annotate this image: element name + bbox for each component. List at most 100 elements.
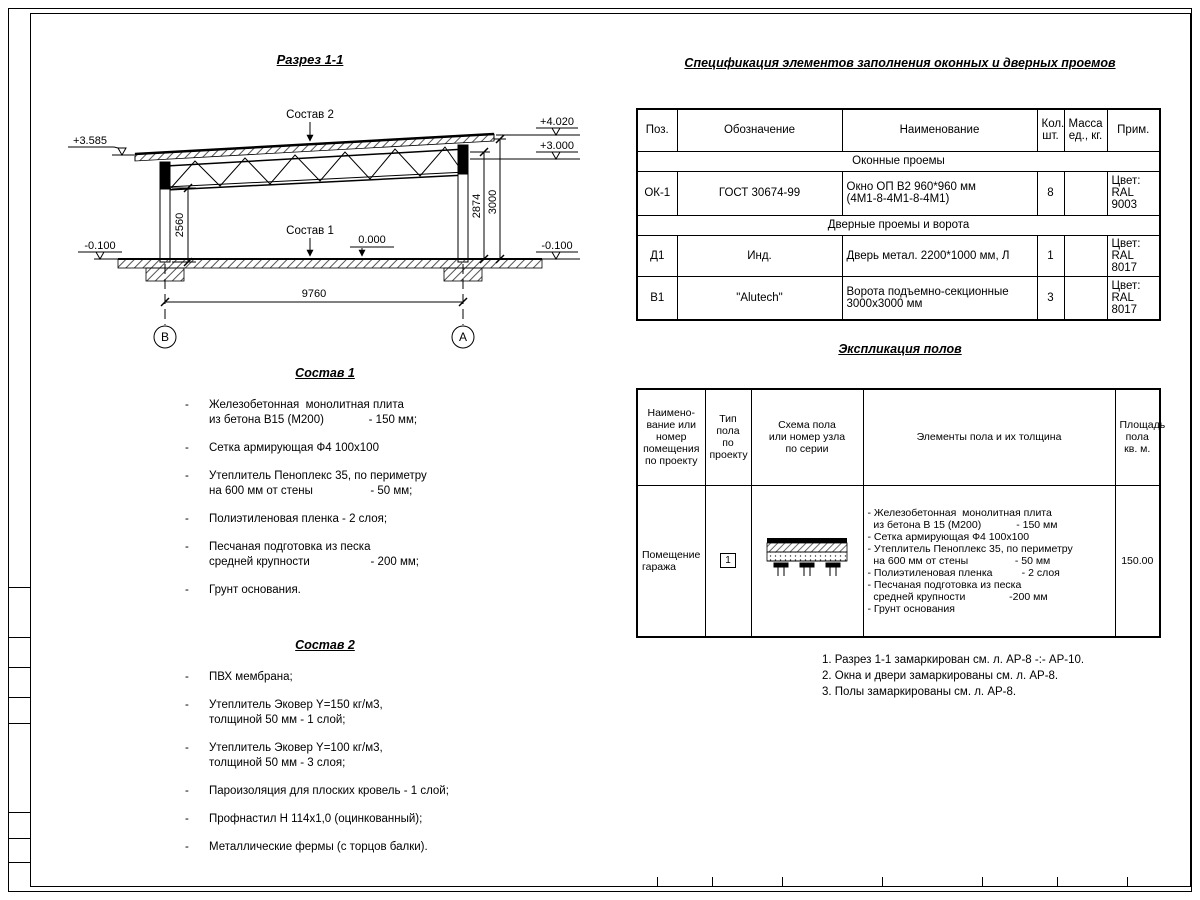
cell-mass — [1063, 234, 1108, 277]
list-item: -Утеплитель Эковер Y=100 кг/м3, толщиной… — [175, 741, 475, 771]
list-item: - Металлические фермы (с торцов балки). — [175, 840, 475, 855]
cell-designation: ГОСТ 30674-99 — [676, 170, 843, 216]
floor-slab — [117, 258, 543, 269]
spec-row: Д1 Инд. Дверь метал. 2200*1000 мм, Л 1 Ц… — [636, 234, 1161, 277]
cell-designation: Инд. — [676, 234, 843, 277]
cell-room: Помещение гаража — [636, 484, 706, 638]
callout-sostav2: Состав 2 — [286, 109, 334, 121]
dimension-height-3000: 3000 — [487, 190, 499, 214]
spec-table: Поз. Обозначение Наименование Кол. шт. М… — [636, 108, 1161, 321]
titleblock-tick — [657, 877, 658, 887]
list-item: -Железобетонная монолитная плита из бето… — [175, 398, 475, 428]
bullet-dash: - — [185, 541, 189, 553]
margin-divider — [8, 862, 30, 863]
sostav1-title: Состав 1 — [295, 366, 355, 380]
cell-pos: Д1 — [636, 234, 678, 277]
cell-mass — [1063, 170, 1108, 216]
col-header-name: Наименование — [841, 108, 1038, 152]
col-header-room: Наимено- вание или номер помещения по пр… — [636, 388, 706, 486]
dimension-span: 9760 — [302, 288, 326, 300]
titleblock-tick — [1057, 877, 1058, 887]
bullet-dash: - — [185, 442, 189, 454]
list-item-text: Пароизоляция для плоских кровель - 1 сло… — [209, 785, 449, 797]
elevation-label-right-base: -0.100 — [541, 240, 572, 252]
bullet-dash: - — [185, 584, 189, 596]
list-item-text: Профнастил Н 114х1,0 (оцинкованный); — [209, 813, 423, 825]
section-title: Разрез 1-1 — [276, 52, 344, 67]
sostav2-title: Состав 2 — [295, 638, 355, 652]
titleblock-tick — [782, 877, 783, 887]
list-item: -Песчаная подготовка из песка средней кр… — [175, 540, 475, 570]
cell-note: Цвет: RAL 8017 — [1106, 234, 1161, 277]
cell-qty: 3 — [1036, 275, 1065, 321]
cell-note: Цвет: RAL 9003 — [1106, 170, 1161, 216]
cell-qty: 8 — [1036, 170, 1065, 216]
left-column — [159, 161, 171, 263]
cell-pos: ОК-1 — [636, 170, 678, 216]
cell-pos: В1 — [636, 275, 678, 321]
margin-divider — [8, 637, 30, 638]
col-header-type: Тип пола по проекту — [704, 388, 752, 486]
axis-label-left: В — [161, 330, 169, 344]
margin-divider — [8, 838, 30, 839]
elevation-label-left-top: +3.585 — [73, 135, 107, 147]
list-item-text: Грунт основания. — [209, 584, 301, 596]
axis-label-right: А — [459, 330, 467, 344]
margin-divider — [8, 667, 30, 668]
section-drawing: +3.585 +4.020 +3.000 -0.100 -0.100 0.000… — [68, 109, 580, 349]
bullet-dash: - — [185, 785, 189, 797]
bullet-dash: - — [185, 513, 189, 525]
cell-type: 1 — [704, 484, 752, 638]
list-item-text: Металлические фермы (с торцов балки). — [209, 841, 428, 853]
cell-name: Дверь метал. 2200*1000 мм, Л — [841, 234, 1038, 277]
note-line: 2. Окна и двери замаркированы см. л. АР-… — [822, 670, 1059, 682]
right-column — [457, 144, 469, 263]
note-line: 3. Полы замаркированы см. л. АР-8. — [822, 686, 1017, 698]
elevation-label-right-mid: +3.000 — [540, 140, 574, 152]
titleblock-tick — [882, 877, 883, 887]
elevation-label-right-top: +4.020 — [540, 116, 574, 128]
cell-name: Ворота подъемно-секционные 3000х3000 мм — [841, 275, 1038, 321]
roof — [134, 132, 495, 162]
dimension-height-2874: 2874 — [471, 194, 483, 218]
sheet-frame-outer — [8, 8, 1192, 892]
cell-note: Цвет: RAL 8017 — [1106, 275, 1161, 321]
list-item: - Профнастил Н 114х1,0 (оцинкованный); — [175, 812, 475, 827]
foundation-pads — [145, 267, 483, 282]
floor-type-box: 1 — [720, 553, 736, 569]
list-item-text: Утеплитель Эковер Y=150 кг/м3, толщиной … — [209, 699, 383, 726]
callout-sostav1: Состав 1 — [286, 225, 334, 237]
col-header-elements: Элементы пола и их толщина — [862, 388, 1116, 486]
col-header-mass: Масса ед., кг. — [1063, 108, 1108, 152]
group-label-windows: Оконные проемы — [636, 150, 1161, 172]
bullet-dash: - — [185, 813, 189, 825]
margin-divider — [8, 587, 30, 588]
floor-table-title: Экспликация полов — [838, 342, 962, 356]
sostav1-block: Состав 1 -Железобетонная монолитная плит… — [175, 366, 475, 611]
elevation-marks — [68, 127, 580, 261]
margin-divider — [8, 697, 30, 698]
titleblock-tick — [1127, 877, 1128, 887]
bullet-dash: - — [185, 841, 189, 853]
dimension-height-inner: 2560 — [174, 213, 186, 237]
cell-area: 150.00 — [1114, 484, 1161, 638]
col-header-note: Прим. — [1106, 108, 1161, 152]
col-header-pos: Поз. — [636, 108, 678, 152]
note-line: 1. Разрез 1-1 замаркирован см. л. АР-8 -… — [822, 654, 1085, 666]
cell-qty: 1 — [1036, 234, 1065, 277]
floor-explication-table: Наимено- вание или номер помещения по пр… — [636, 388, 1165, 638]
margin-divider — [8, 812, 30, 813]
floor-row: Помещение гаража 1 — [636, 484, 1161, 638]
spec-header-row: Поз. Обозначение Наименование Кол. шт. М… — [636, 108, 1161, 152]
list-item: -ПВХ мембрана; — [175, 670, 475, 685]
list-item: -Полиэтиленовая пленка - 2 слоя; — [175, 512, 475, 527]
spec-group-row: Оконные проемы — [636, 150, 1161, 172]
list-item: -Сетка армирующая Ф4 100х100 — [175, 441, 475, 456]
titleblock-tick — [982, 877, 983, 887]
spec-row: ОК-1 ГОСТ 30674-99 Окно ОП В2 960*960 мм… — [636, 170, 1161, 216]
cell-elements: - Железобетонная монолитная плита из бет… — [862, 484, 1116, 638]
list-item-text: Утеплитель Эковер Y=100 кг/м3, толщиной … — [209, 742, 383, 769]
elevation-label-zero: 0.000 — [358, 234, 386, 246]
cell-schema — [750, 484, 864, 638]
